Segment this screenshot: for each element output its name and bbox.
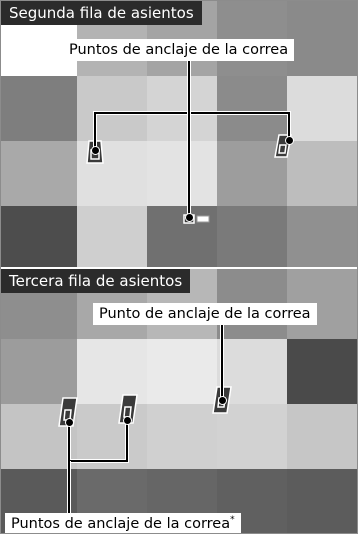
second-row-panel: Segunda fila de asientos Puntos de ancla… [1,1,357,267]
footnote-mark: * [230,515,235,526]
seat-photo-tile [287,206,357,267]
seat-photo-tile [287,141,357,206]
third-row-title: Tercera fila de asientos [1,269,191,293]
section-divider [1,267,357,269]
third-row-pair-anchor-callout-text: Puntos de anclaje de la correa [11,516,231,532]
leader-endpoint-dot [218,396,227,405]
third-row-pair-anchor-callout: Puntos de anclaje de la correa* [5,513,241,533]
seat-photo-tile [77,76,147,141]
leader-endpoint-dot [91,146,100,155]
third-row-single-anchor-callout: Punto de anclaje de la correa [93,303,317,325]
seat-photo-tile [287,76,357,141]
second-row-title: Segunda fila de asientos [1,1,202,25]
leader-endpoint-dot [285,136,294,145]
seat-photo-tile [217,76,287,141]
seat-photo-tile [77,206,147,267]
seat-photo-tile [147,339,217,404]
seat-photo-tile [77,404,147,469]
seat-photo-tile [1,76,77,141]
seat-photo-tile [287,339,357,404]
leader-endpoint-dot [123,416,132,425]
seat-photo-tile [287,469,357,533]
third-row-panel: Tercera fila de asientos Punto de anclaj… [1,269,357,533]
seat-photo-tile [217,206,287,267]
callout-leader-lines [93,61,291,216]
seat-photo-tile [217,1,287,76]
seat-photo-tile [1,339,77,404]
seat-photo-tile [1,141,77,206]
callout-leader-lines [67,325,224,515]
second-row-anchor-callout: Puntos de anclaje de la correa [63,39,295,61]
seat-photo-tile [147,76,217,141]
leader-endpoint-dot [65,418,74,427]
seat-photo-tile [147,141,217,206]
leader-endpoint-dot [185,213,194,222]
seat-photo-tile [287,1,357,76]
seat-photo-tile [77,339,147,404]
seat-photo-tile [147,404,217,469]
seat-photo-tile [217,404,287,469]
seat-photo-tile [1,206,77,267]
seat-photo-tile [287,404,357,469]
